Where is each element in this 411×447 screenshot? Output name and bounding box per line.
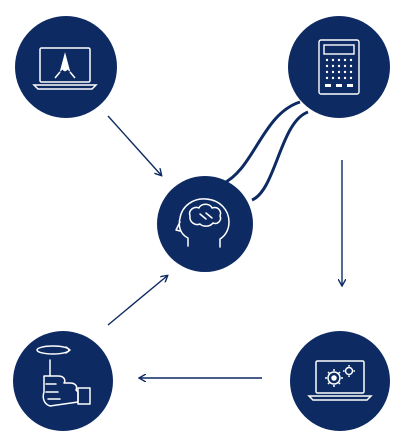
node-laptop-gears bbox=[290, 331, 390, 431]
calculator-icon bbox=[318, 39, 360, 95]
connectors bbox=[107, 100, 342, 378]
node-cloud-brain bbox=[157, 176, 253, 272]
cable-calculator-to-brain-1 bbox=[221, 100, 301, 186]
head-cloud-brain-icon bbox=[175, 198, 230, 248]
node-thumbs-up bbox=[13, 331, 113, 431]
node-calculator bbox=[288, 16, 390, 118]
arrow-thumb-to-brain bbox=[107, 276, 167, 326]
laptop-compass-icon bbox=[32, 47, 98, 90]
thumbs-up-spin-icon bbox=[36, 345, 91, 407]
arrow-laptop-to-brain bbox=[107, 115, 161, 175]
cable-calculator-to-brain-2 bbox=[251, 110, 309, 202]
node-laptop-compass bbox=[15, 16, 117, 118]
laptop-gears-icon bbox=[307, 360, 373, 401]
